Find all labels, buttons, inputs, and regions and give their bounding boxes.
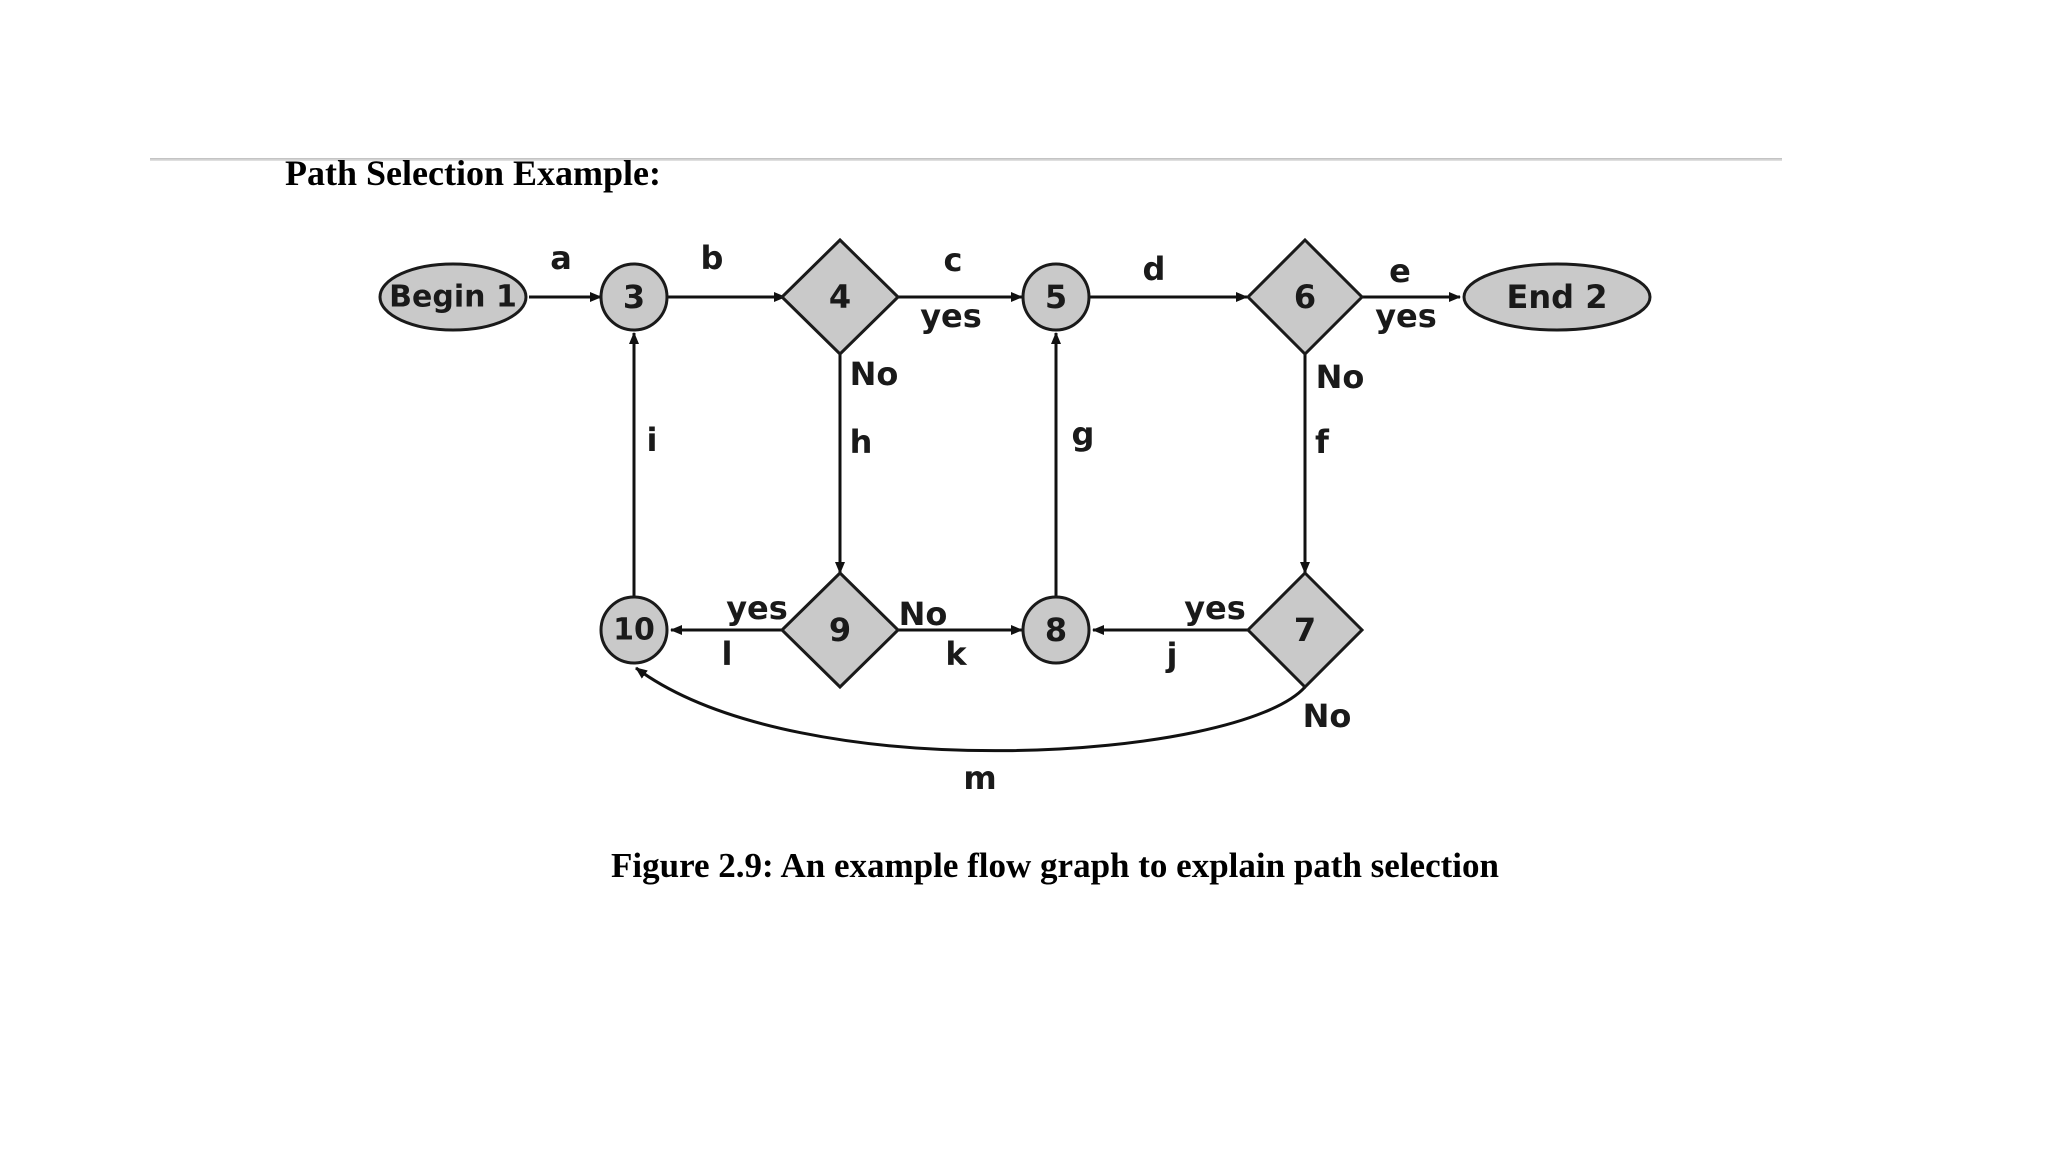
- branch-label-4-yes: yes: [920, 297, 982, 335]
- branch-label-4-no: No: [850, 355, 899, 393]
- decision-node-9: [779, 570, 901, 690]
- end-node: [1462, 262, 1652, 332]
- edge-label-j: j: [1165, 636, 1178, 674]
- decision-node-4: [779, 237, 901, 357]
- branch-label-6-no: No: [1316, 358, 1365, 396]
- edge-label-g: g: [1072, 415, 1095, 453]
- node-6-label: 6: [1294, 278, 1316, 316]
- edge-label-a: a: [550, 239, 572, 277]
- edge-label-c: c: [944, 241, 963, 279]
- node-10-label: 10: [613, 613, 655, 648]
- begin-node-label: Begin 1: [389, 280, 517, 315]
- branch-label-7-no: No: [1303, 697, 1352, 735]
- edge-label-h: h: [850, 423, 873, 461]
- edge-m: [635, 666, 1307, 753]
- node-10: [599, 595, 669, 665]
- edge-label-k: k: [945, 635, 967, 673]
- section-heading: Path Selection Example:: [285, 153, 661, 193]
- edge-label-e: e: [1389, 252, 1411, 290]
- edge-label-f: f: [1315, 423, 1330, 461]
- node-3: [599, 262, 669, 332]
- branch-label-9-yes: yes: [726, 589, 788, 627]
- edge-label-i: i: [647, 421, 658, 459]
- node-9-label: 9: [829, 611, 851, 649]
- node-3-label: 3: [623, 278, 645, 316]
- begin-node: [378, 262, 528, 332]
- edge-label-d: d: [1143, 250, 1166, 288]
- decision-node-7: [1245, 570, 1365, 690]
- horizontal-rule: [150, 158, 1782, 161]
- node-8: [1021, 595, 1091, 665]
- decision-node-6: [1245, 237, 1365, 357]
- edge-label-m: m: [963, 759, 996, 797]
- node-4-label: 4: [829, 278, 851, 316]
- branch-label-9-no: No: [899, 595, 948, 633]
- end-node-label: End 2: [1507, 278, 1608, 316]
- node-7-label: 7: [1294, 611, 1316, 649]
- node-5-label: 5: [1045, 278, 1067, 316]
- branch-label-7-yes: yes: [1184, 589, 1246, 627]
- node-5: [1021, 262, 1091, 332]
- node-8-label: 8: [1045, 611, 1067, 649]
- branch-label-6-yes: yes: [1375, 297, 1437, 335]
- edge-label-b: b: [701, 239, 724, 277]
- edge-label-l: l: [722, 635, 733, 673]
- figure-caption: Figure 2.9: An example flow graph to exp…: [611, 846, 1499, 885]
